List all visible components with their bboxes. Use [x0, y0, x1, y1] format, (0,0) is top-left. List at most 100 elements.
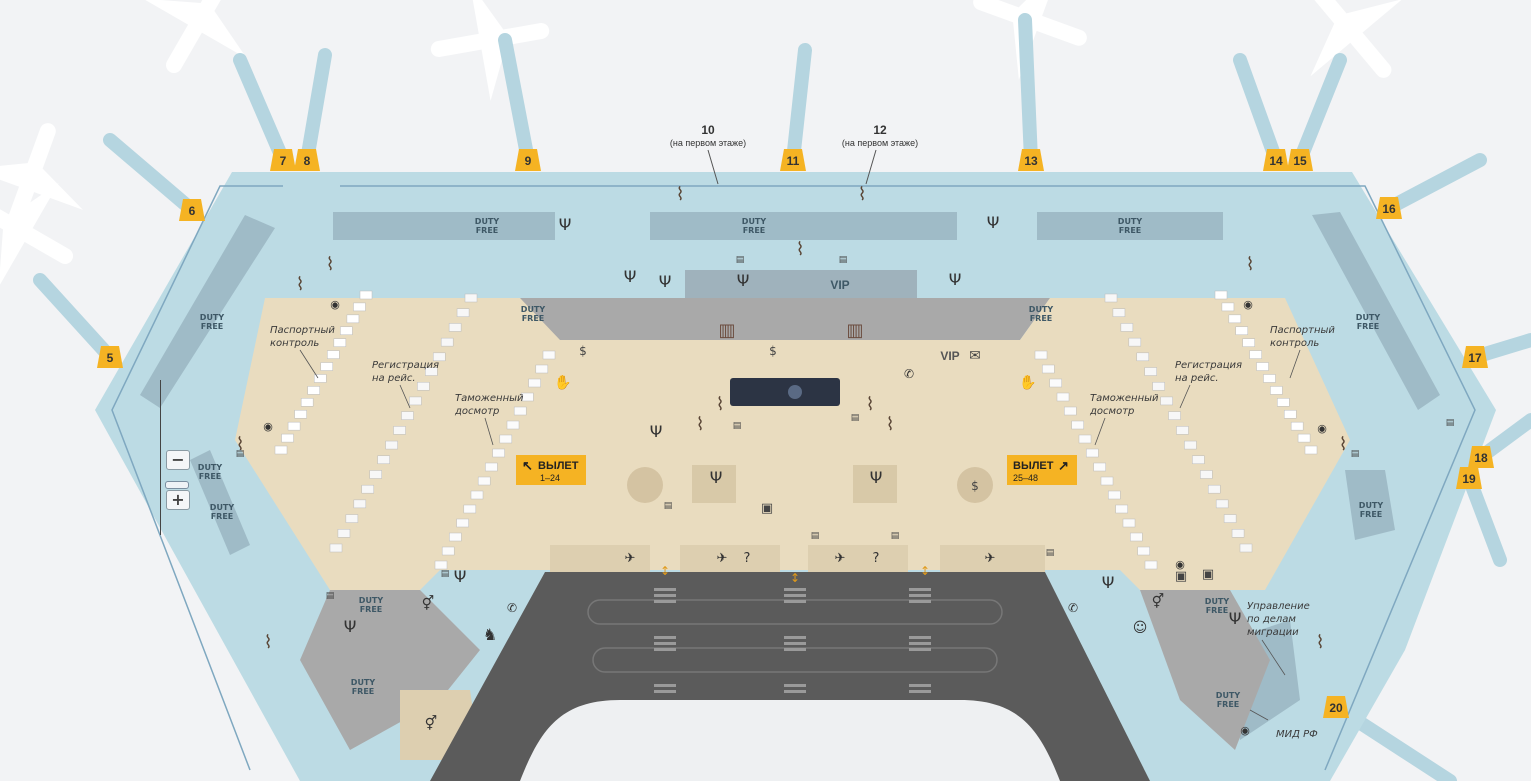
counter — [1277, 398, 1290, 407]
gate-17[interactable]: 17 — [1462, 346, 1488, 368]
counter — [294, 409, 307, 419]
escalator-icon: ⌇ — [716, 394, 725, 415]
gate-marker — [270, 149, 296, 171]
atm-icon: ▤ — [736, 255, 745, 265]
counter — [393, 426, 406, 435]
jetway — [233, 53, 290, 167]
counter — [300, 398, 314, 407]
counter — [464, 293, 478, 303]
eye-icon: ◉ — [1243, 298, 1253, 311]
counter — [1128, 337, 1142, 347]
gate-marker — [1287, 149, 1313, 171]
counter — [287, 421, 301, 431]
atm-icon: ▤ — [1446, 418, 1455, 428]
crosswalk-stripe — [654, 648, 676, 651]
arrow-icon: ↕ — [790, 571, 800, 585]
counter — [1136, 352, 1150, 362]
jetway — [1293, 53, 1347, 167]
crosswalk-stripe — [784, 690, 806, 693]
departures-sign-1-24[interactable]: ↖ ВЫЛЕТ 1–24 — [516, 455, 586, 485]
gate-7[interactable]: 7 — [270, 149, 296, 171]
restaurant-icon: Ψ — [737, 271, 750, 290]
counter — [425, 367, 438, 376]
toilet-icon: ⚥ — [1152, 593, 1165, 610]
restaurant-icon: Ψ — [659, 272, 672, 291]
counter — [456, 308, 470, 317]
phone-icon: ✆ — [507, 601, 517, 615]
counter — [274, 445, 288, 455]
counter — [1042, 364, 1055, 374]
gate-8[interactable]: 8 — [294, 149, 320, 171]
crosswalk-stripe — [654, 600, 676, 603]
counter — [307, 386, 320, 395]
gate-19[interactable]: 19 — [1456, 467, 1482, 489]
counter — [281, 433, 294, 443]
counter — [313, 374, 327, 383]
counter — [1200, 470, 1213, 479]
restaurant-icon: Ψ — [949, 270, 962, 289]
zoom-slider-track[interactable] — [160, 380, 161, 535]
label-pointers — [299, 349, 1301, 721]
airplane-icon — [1308, 0, 1403, 78]
exchange-area — [957, 467, 993, 503]
counter — [1270, 386, 1283, 395]
counter — [1228, 314, 1242, 324]
zoom-out-button[interactable]: − — [166, 450, 190, 470]
crosswalk-stripe — [909, 636, 931, 639]
counter — [463, 504, 477, 514]
counter — [1130, 532, 1143, 542]
counter — [513, 406, 527, 416]
crosswalk-stripe — [654, 594, 676, 597]
gate-number: 20 — [1329, 701, 1343, 715]
counter — [353, 302, 366, 312]
atm-icon: ▤ — [891, 531, 900, 541]
lobby — [940, 545, 1045, 572]
gate-10-number: 10 — [701, 123, 715, 137]
gate-number: 18 — [1474, 451, 1488, 465]
mail-icon: ✉ — [969, 348, 981, 364]
counter — [528, 378, 541, 388]
gate-18[interactable]: 18 — [1468, 446, 1494, 468]
arrow-icon: ↕ — [660, 564, 670, 578]
gate-13[interactable]: 13 — [1018, 149, 1044, 171]
gate-14[interactable]: 14 — [1263, 149, 1289, 171]
counter — [521, 392, 534, 402]
counter — [340, 326, 353, 336]
gate-5[interactable]: 5 — [97, 346, 123, 368]
gate-16[interactable]: 16 — [1376, 197, 1402, 219]
counter — [337, 529, 351, 538]
zoom-slider-thumb[interactable] — [165, 481, 189, 489]
counter — [353, 499, 367, 509]
restaurant-icon: Ψ — [344, 617, 357, 636]
escalator-icon: ⌇ — [1316, 632, 1325, 653]
counter — [456, 518, 469, 528]
gate-11[interactable]: 11 — [780, 149, 806, 171]
hand-icon: ✋ — [554, 374, 571, 391]
escalator-icon: ⌇ — [676, 184, 685, 205]
gate-20[interactable]: 20 — [1323, 696, 1349, 718]
counter — [320, 362, 334, 371]
gate-marker — [1323, 696, 1349, 718]
gate-6[interactable]: 6 — [179, 199, 205, 221]
escalator-icon: ⌇ — [866, 394, 875, 415]
gate-15[interactable]: 15 — [1287, 149, 1313, 171]
counter — [417, 381, 430, 391]
pointer-line — [707, 149, 719, 185]
zoom-in-button[interactable]: + — [166, 490, 190, 510]
restaurant-icon: Ψ — [1229, 609, 1242, 628]
gate-9[interactable]: 9 — [515, 149, 541, 171]
jetway — [1018, 13, 1038, 167]
service-area — [300, 590, 480, 750]
elevator-icon: ▥ — [846, 320, 863, 341]
duty-free-area — [1345, 470, 1395, 540]
gate-number: 7 — [280, 154, 287, 168]
departures-sign-25-48[interactable]: ВЫЛЕТ ↗ 25–48 — [1007, 455, 1077, 485]
